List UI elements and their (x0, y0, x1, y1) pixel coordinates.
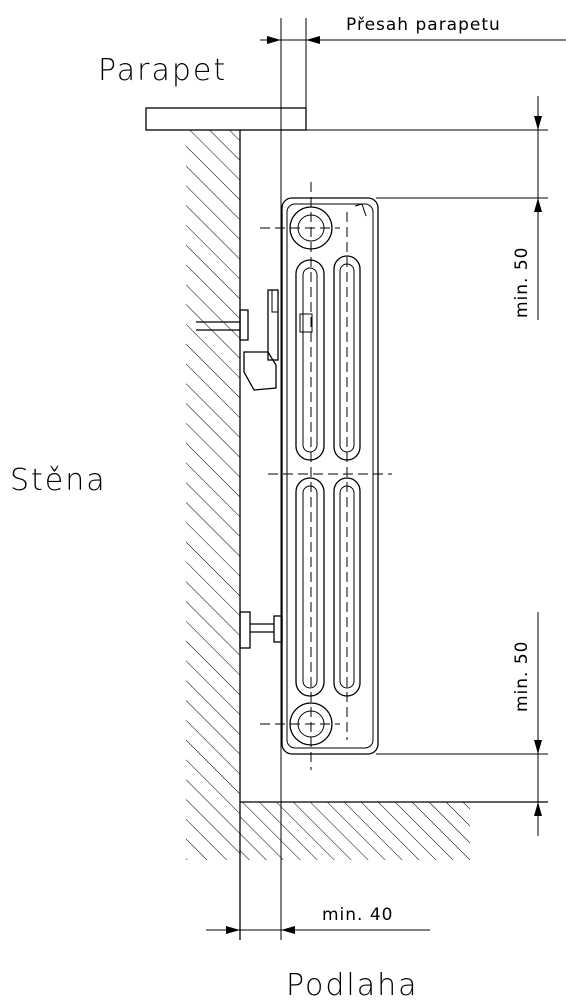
window-sill (145, 107, 548, 131)
parapet-label: Parapet (98, 53, 227, 88)
top-clearance-label: min. 50 (512, 247, 532, 319)
upper-wall-bracket (196, 289, 313, 391)
overhang-reference-lines (280, 18, 307, 940)
wall-gap-label: min. 40 (322, 905, 394, 925)
wall-gap-dimension (206, 926, 430, 934)
bottom-clearance-label: min. 50 (512, 641, 532, 713)
floor (240, 801, 548, 860)
bottom-clearance-dimension (376, 612, 548, 836)
wall (186, 130, 241, 940)
floor-label: Podlaha (286, 968, 419, 1003)
radiator-section (260, 182, 392, 770)
lower-wall-bracket (239, 611, 283, 649)
wall-label: Stěna (10, 463, 107, 498)
overhang-dimension (260, 36, 566, 44)
overhang-label: Přesah parapetu (346, 15, 501, 35)
top-clearance-dimension (376, 96, 548, 320)
